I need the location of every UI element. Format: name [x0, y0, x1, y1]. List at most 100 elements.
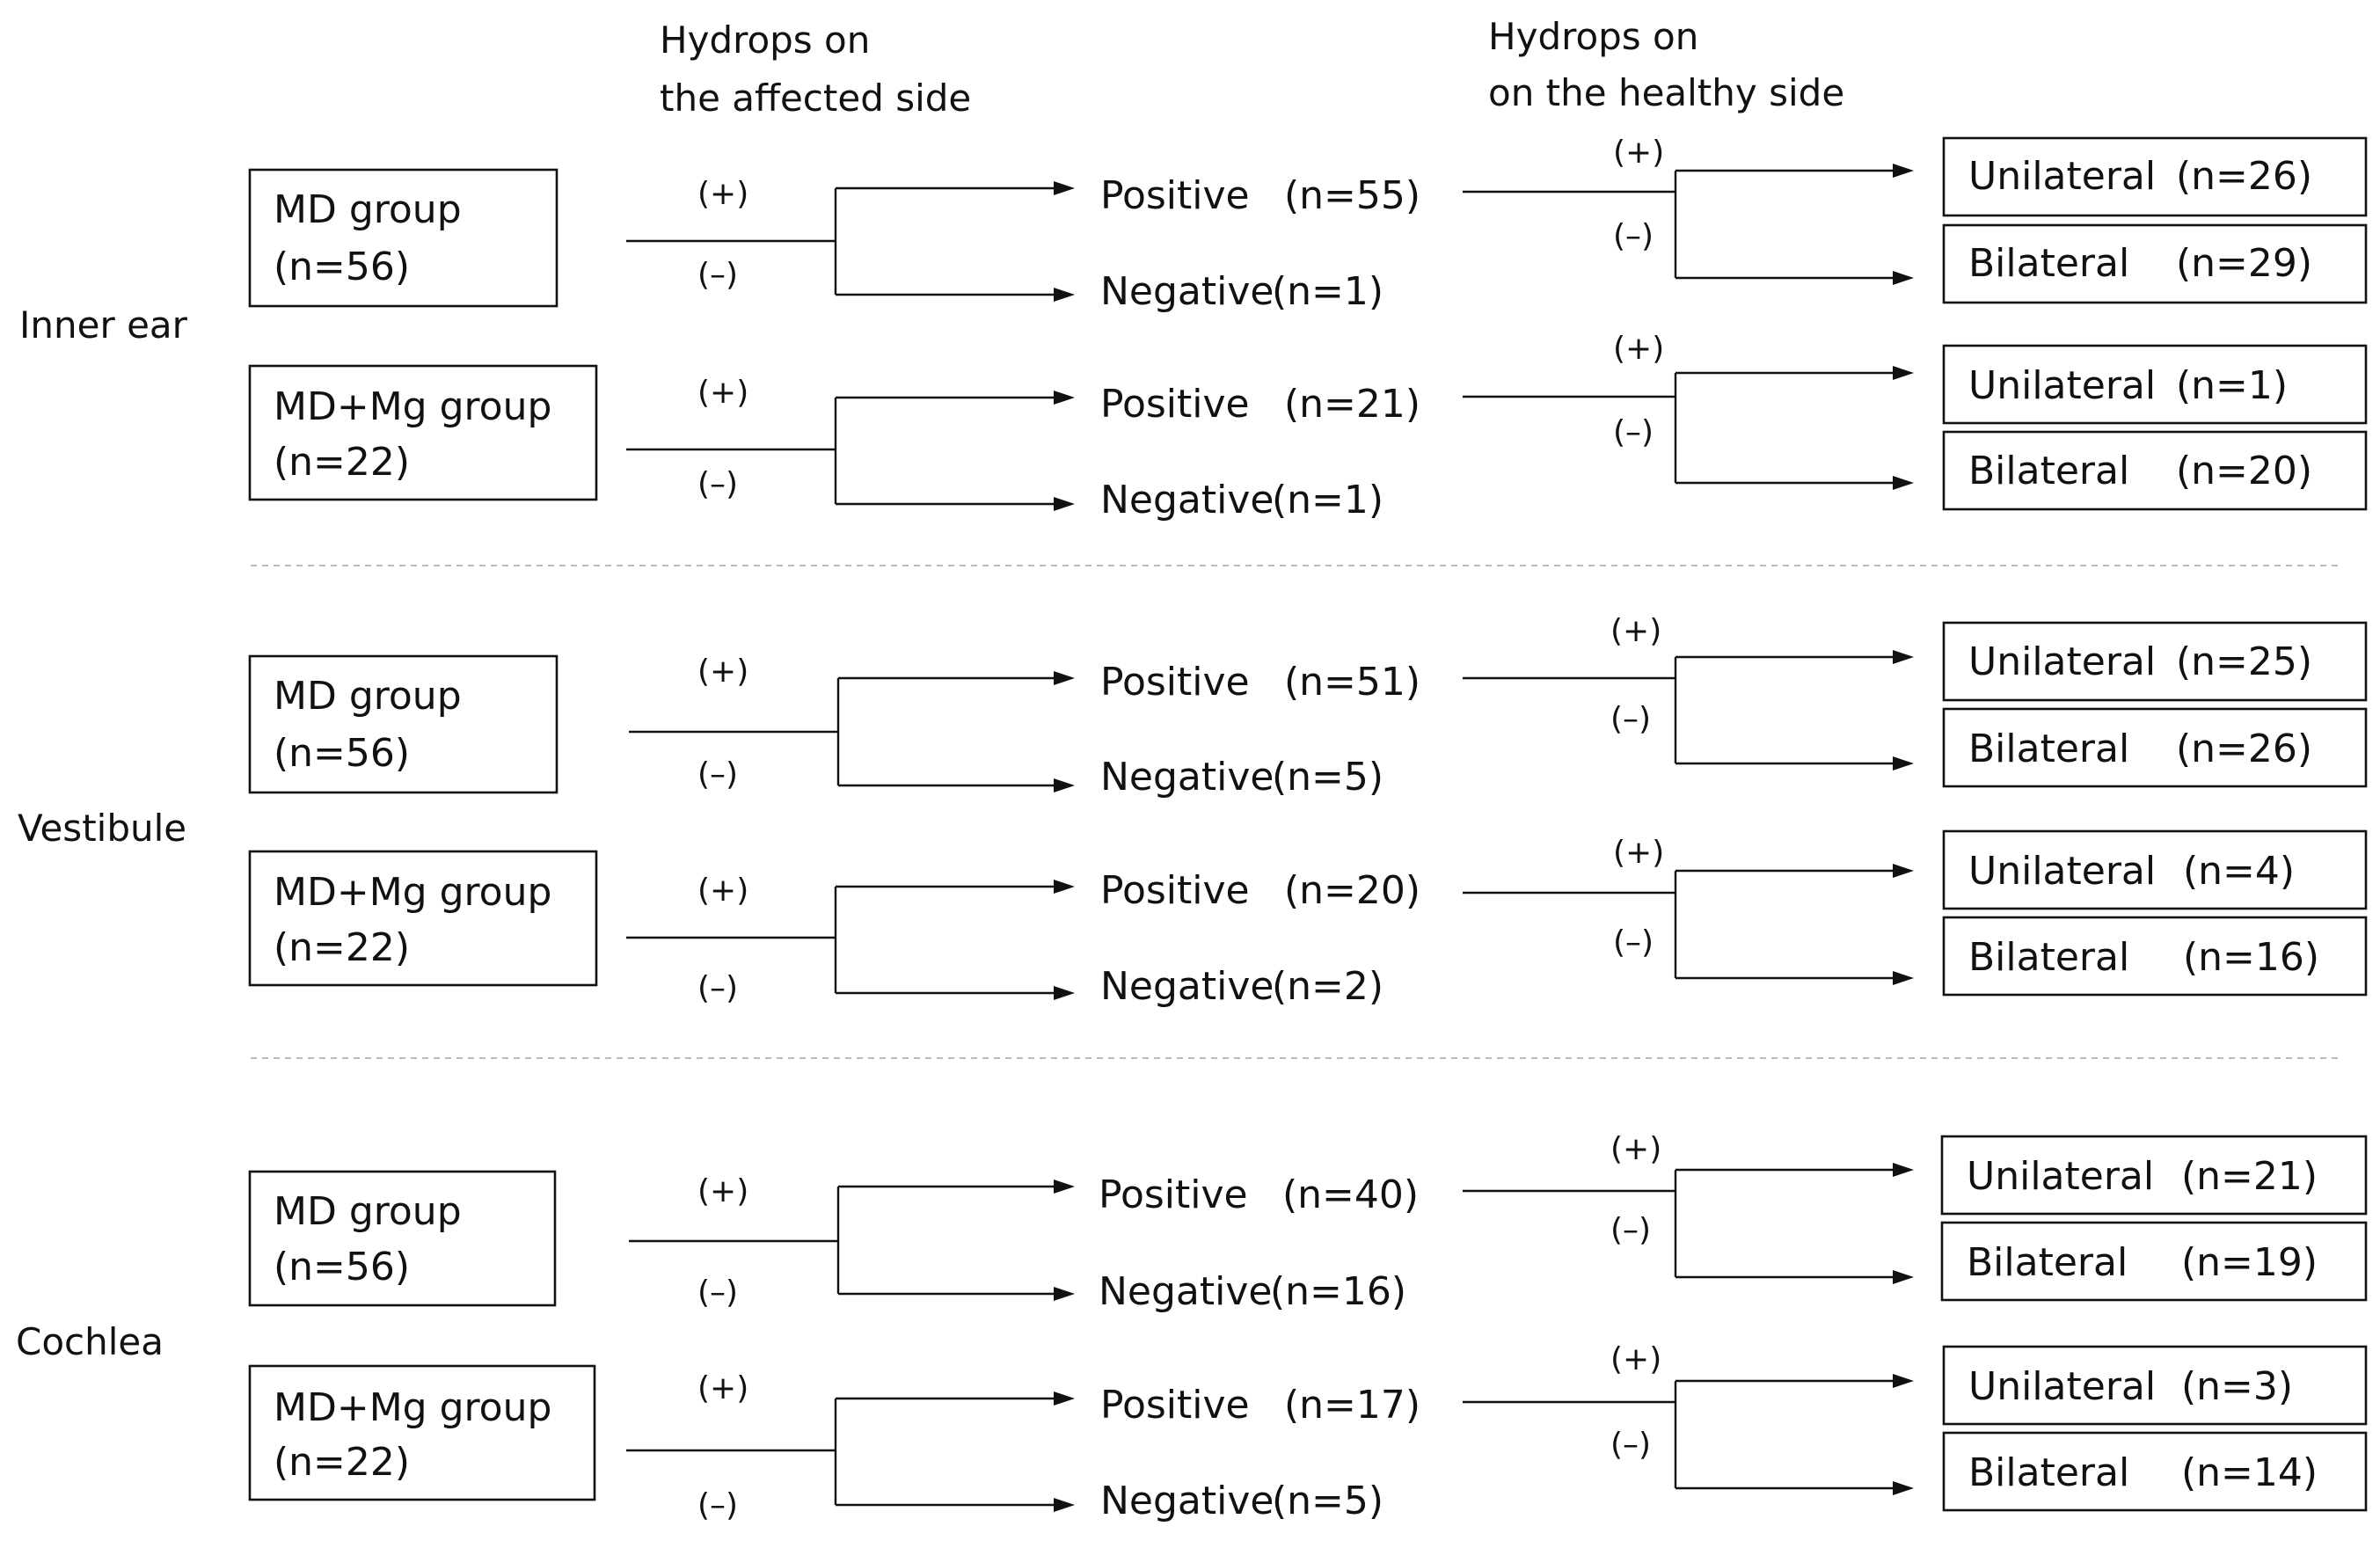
- healthy-branch-lines: [1463, 1168, 1893, 1279]
- negative-count: (n=5): [1272, 755, 1383, 800]
- negative-label: Negative: [1100, 1479, 1274, 1523]
- group-name: MD group: [274, 187, 462, 232]
- positive-label: Positive: [1100, 868, 1250, 913]
- arrow-negative: [1054, 1287, 1075, 1301]
- group-count: (n=22): [274, 440, 410, 485]
- arrow-unilateral: [1893, 164, 1914, 178]
- group-count: (n=22): [274, 1440, 410, 1485]
- arrow-positive: [1054, 880, 1075, 894]
- sign-minus: (–): [1613, 414, 1654, 450]
- positive-count: (n=51): [1284, 660, 1420, 705]
- sign-plus: (+): [697, 1173, 748, 1209]
- group-name: MD+Mg group: [274, 1385, 551, 1430]
- bilateral-count: (n=26): [2176, 727, 2312, 771]
- bilateral-box: [1942, 916, 2368, 997]
- positive-count: (n=21): [1284, 382, 1420, 427]
- arrow-bilateral: [1893, 756, 1914, 770]
- positive-label: Positive: [1100, 382, 1250, 427]
- arrow-negative: [1054, 288, 1075, 302]
- positive-label: Positive: [1100, 660, 1250, 705]
- group-box: [248, 168, 558, 308]
- positive-count: (n=20): [1284, 868, 1420, 913]
- group-box: [248, 1364, 596, 1501]
- sign-plus: (+): [1610, 1341, 1661, 1377]
- group-count: (n=56): [274, 731, 410, 776]
- sign-plus: (+): [697, 375, 748, 411]
- healthy-branch-lines: [1463, 655, 1893, 765]
- header-healthy-side: Hydrops on on the healthy side: [1488, 15, 1844, 114]
- group-box: [248, 1170, 557, 1307]
- group-box: [248, 364, 598, 501]
- bilateral-count: (n=29): [2176, 241, 2312, 286]
- bilateral-label: Bilateral: [1968, 241, 2129, 286]
- sign-plus: (+): [1610, 1131, 1661, 1167]
- sign-minus: (–): [1613, 924, 1654, 960]
- arrow-bilateral: [1893, 271, 1914, 285]
- header-affected-line-2: the affected side: [660, 77, 971, 120]
- header-healthy-line-1: Hydrops on: [1488, 15, 1698, 58]
- arrow-bilateral: [1893, 971, 1914, 985]
- affected-branch-lines: [626, 186, 1055, 296]
- positive-label: Positive: [1100, 173, 1250, 218]
- bilateral-box: [1942, 707, 2368, 788]
- sign-plus: (+): [697, 176, 748, 212]
- positive-label: Positive: [1099, 1172, 1248, 1217]
- unilateral-count: (n=25): [2176, 639, 2312, 684]
- unilateral-box: [1942, 621, 2368, 702]
- healthy-branch-lines: [1463, 371, 1893, 485]
- arrow-negative: [1054, 778, 1075, 792]
- unilateral-box: [1942, 1345, 2368, 1426]
- arrow-positive: [1054, 1391, 1075, 1406]
- vestibule-md-mg-group-row: MD+Mg group (n=22) (+) (–) Positive (n=2…: [248, 829, 2368, 1009]
- bilateral-count: (n=14): [2181, 1450, 2318, 1495]
- group-name: MD group: [274, 1189, 462, 1234]
- negative-count: (n=5): [1272, 1479, 1383, 1523]
- group-box: [248, 850, 598, 987]
- arrow-unilateral: [1893, 1163, 1914, 1177]
- group-name: MD group: [274, 674, 462, 719]
- negative-label: Negative: [1099, 1269, 1272, 1314]
- sign-plus: (+): [1613, 135, 1664, 171]
- bilateral-box: [1940, 1221, 2368, 1302]
- header-healthy-line-2: on the healthy side: [1488, 71, 1844, 114]
- unilateral-box: [1942, 136, 2368, 217]
- arrow-negative: [1054, 986, 1075, 1000]
- sign-minus: (–): [1610, 1427, 1651, 1463]
- arrow-bilateral: [1893, 1270, 1914, 1284]
- arrow-positive: [1054, 671, 1075, 685]
- sign-plus: (+): [1613, 331, 1664, 367]
- bilateral-label: Bilateral: [1968, 1450, 2129, 1495]
- healthy-branch-lines: [1463, 1379, 1893, 1490]
- bilateral-label: Bilateral: [1967, 1240, 2128, 1285]
- arrow-unilateral: [1893, 650, 1914, 664]
- sign-plus: (+): [1610, 613, 1661, 649]
- cochlea-md-group-row: MD group (n=56) (+) (–) Positive (n=40) …: [248, 1131, 2368, 1314]
- sign-minus: (–): [697, 257, 738, 293]
- group-count: (n=56): [274, 1245, 410, 1289]
- arrow-negative: [1054, 1498, 1075, 1512]
- region-label-cochlea: Cochlea: [16, 1320, 164, 1363]
- arrow-bilateral: [1893, 1481, 1914, 1495]
- bilateral-box: [1942, 223, 2368, 304]
- unilateral-box: [1940, 1135, 2368, 1216]
- sign-minus: (–): [1610, 1212, 1651, 1248]
- header-affected-side: Hydrops on the affected side: [660, 18, 971, 120]
- positive-count: (n=17): [1284, 1383, 1420, 1428]
- negative-count: (n=16): [1270, 1269, 1406, 1314]
- arrow-bilateral: [1893, 476, 1914, 490]
- cochlea-md-mg-group-row: MD+Mg group (n=22) (+) (–) Positive (n=1…: [248, 1341, 2368, 1523]
- sign-minus: (–): [697, 1274, 738, 1311]
- negative-label: Negative: [1100, 478, 1274, 522]
- affected-branch-lines: [629, 676, 1055, 787]
- arrow-negative: [1054, 497, 1075, 511]
- negative-count: (n=1): [1272, 478, 1383, 522]
- region-label-vestibule: Vestibule: [18, 807, 186, 850]
- positive-count: (n=40): [1282, 1172, 1419, 1217]
- healthy-branch-lines: [1463, 169, 1893, 280]
- bilateral-box: [1942, 1431, 2368, 1512]
- bilateral-count: (n=19): [2181, 1240, 2318, 1285]
- unilateral-count: (n=26): [2176, 154, 2312, 199]
- unilateral-label: Unilateral: [1968, 1364, 2156, 1409]
- unilateral-label: Unilateral: [1968, 849, 2156, 894]
